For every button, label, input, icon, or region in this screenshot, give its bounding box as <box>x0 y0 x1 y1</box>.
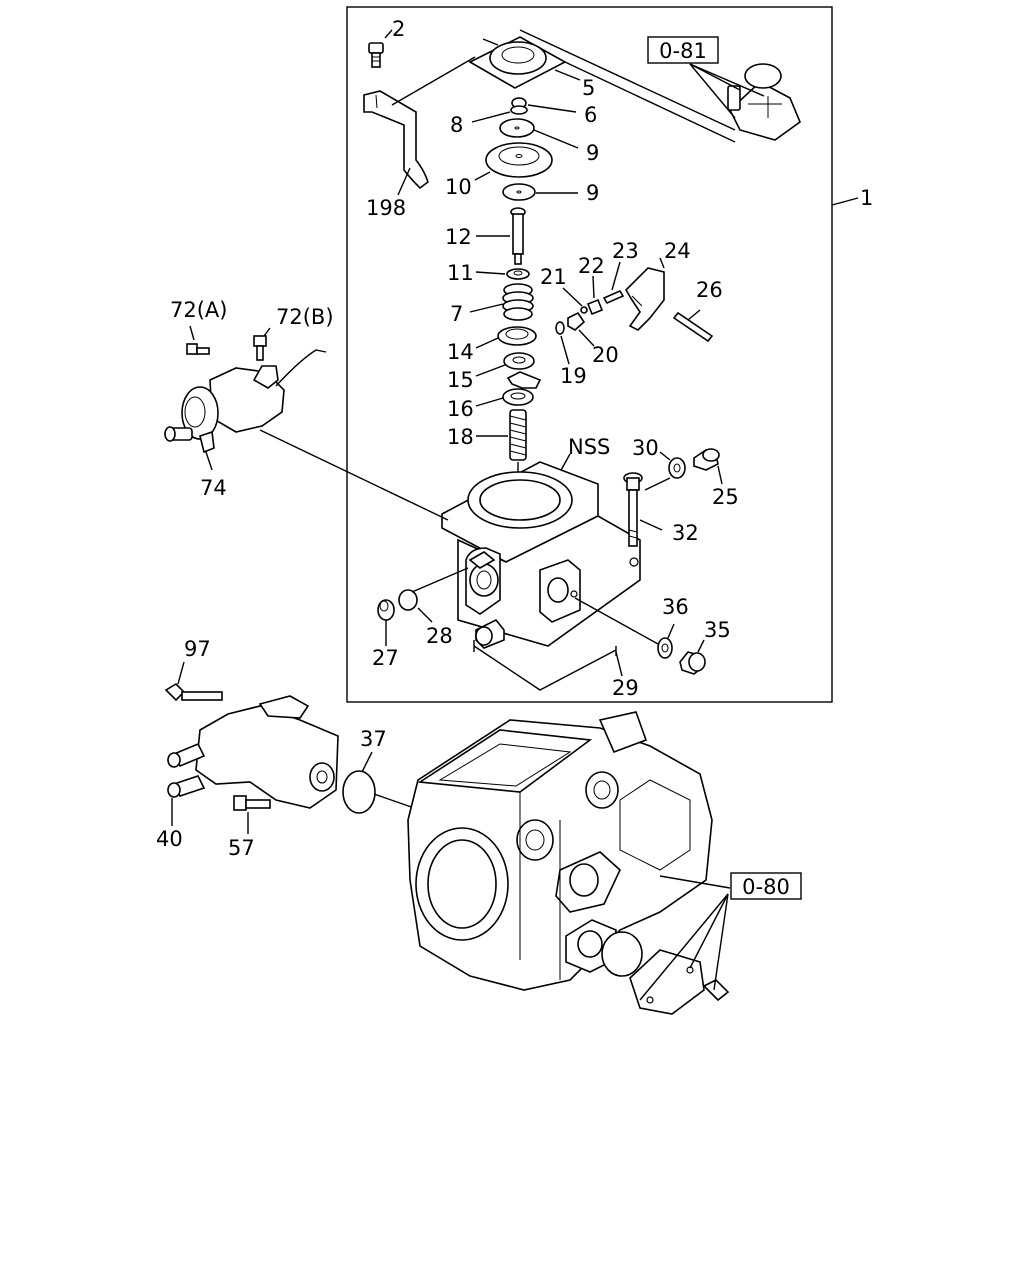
label-15: 15 <box>447 368 474 392</box>
part-29-gasket <box>473 640 623 691</box>
part-27-cap <box>377 599 395 646</box>
engine-block <box>407 711 731 1015</box>
label-28: 28 <box>426 624 453 648</box>
part-97-bolt <box>164 661 223 702</box>
part-23-pin <box>602 261 625 305</box>
label-9-lower: 9 <box>586 181 599 205</box>
part-15-seat <box>475 352 535 377</box>
part-2-bolt <box>368 29 393 68</box>
part-16-ring <box>475 388 534 407</box>
label-18: 18 <box>447 425 474 449</box>
part-25-plug <box>693 448 723 485</box>
label-9-upper: 9 <box>586 141 599 165</box>
part-57-bolt <box>233 795 271 834</box>
part-26-pin <box>672 309 714 343</box>
label-12: 12 <box>445 225 472 249</box>
label-11: 11 <box>447 261 474 285</box>
part-20-cap <box>567 311 595 347</box>
ref-0-80-box <box>730 872 802 900</box>
part-74-actuator <box>164 349 449 521</box>
label-32: 32 <box>672 521 699 545</box>
part-9-plate-lower <box>502 183 578 201</box>
part-12-rod <box>476 207 526 265</box>
ref-0-80-leaders <box>639 893 729 1001</box>
label-14: 14 <box>447 340 474 364</box>
label-7: 7 <box>450 302 463 326</box>
part-37-oring <box>342 751 421 814</box>
label-6: 6 <box>584 103 597 127</box>
ref-0-81-label: 0-81 <box>659 39 707 63</box>
part-35-screw <box>679 639 706 675</box>
part-14-bearing <box>475 326 537 349</box>
assembly-frame <box>346 6 833 703</box>
label-16: 16 <box>447 397 474 421</box>
part-24-lever <box>624 257 665 331</box>
part-7-spring <box>469 283 534 321</box>
label-19: 19 <box>560 364 587 388</box>
label-5: 5 <box>582 76 595 100</box>
label-22: 22 <box>578 254 605 278</box>
part-28-plug <box>398 567 469 623</box>
label-40: 40 <box>156 827 183 851</box>
label-nss: NSS <box>568 435 610 459</box>
part-21-ball <box>562 287 588 314</box>
label-72b: 72(B) <box>276 305 334 329</box>
part-72b-bolt <box>253 327 271 361</box>
part-36-washer <box>574 597 675 659</box>
label-23: 23 <box>612 239 639 263</box>
label-8: 8 <box>450 113 463 137</box>
part-5-diaphragm-cover <box>468 36 581 89</box>
label-29: 29 <box>612 676 639 700</box>
label-20: 20 <box>592 343 619 367</box>
label-21: 21 <box>540 265 567 289</box>
label-36: 36 <box>662 595 689 619</box>
label-72a: 72(A) <box>170 298 227 322</box>
part-30-washer <box>659 451 686 479</box>
label-25: 25 <box>712 485 739 509</box>
label-37: 37 <box>360 727 387 751</box>
ref-0-81-box <box>647 36 719 64</box>
part-9-plate-upper <box>499 118 579 149</box>
part-40-thermostat-housing <box>167 695 339 826</box>
part-22-spring <box>586 275 604 316</box>
part-198-bracket <box>363 90 429 196</box>
part-11-washer <box>475 268 530 280</box>
label-74: 74 <box>200 476 227 500</box>
label-27: 27 <box>372 646 399 670</box>
label-57: 57 <box>228 836 255 860</box>
part-72a-bolt <box>186 325 210 355</box>
label-2: 2 <box>392 17 405 41</box>
throttle-housing <box>441 461 641 649</box>
label-1: 1 <box>860 186 873 210</box>
part-10-diaphragm <box>474 142 553 181</box>
part-6-nut <box>471 97 577 123</box>
label-97: 97 <box>184 637 211 661</box>
label-24: 24 <box>664 239 691 263</box>
part-32-bolt <box>623 472 671 547</box>
label-30: 30 <box>632 436 659 460</box>
ref-0-80-label: 0-80 <box>742 875 790 899</box>
part-19-oring <box>555 321 570 365</box>
ref-0-81-inset <box>689 63 801 141</box>
label-35: 35 <box>704 618 731 642</box>
label-26: 26 <box>696 278 723 302</box>
label-198: 198 <box>366 196 406 220</box>
label-10: 10 <box>445 175 472 199</box>
